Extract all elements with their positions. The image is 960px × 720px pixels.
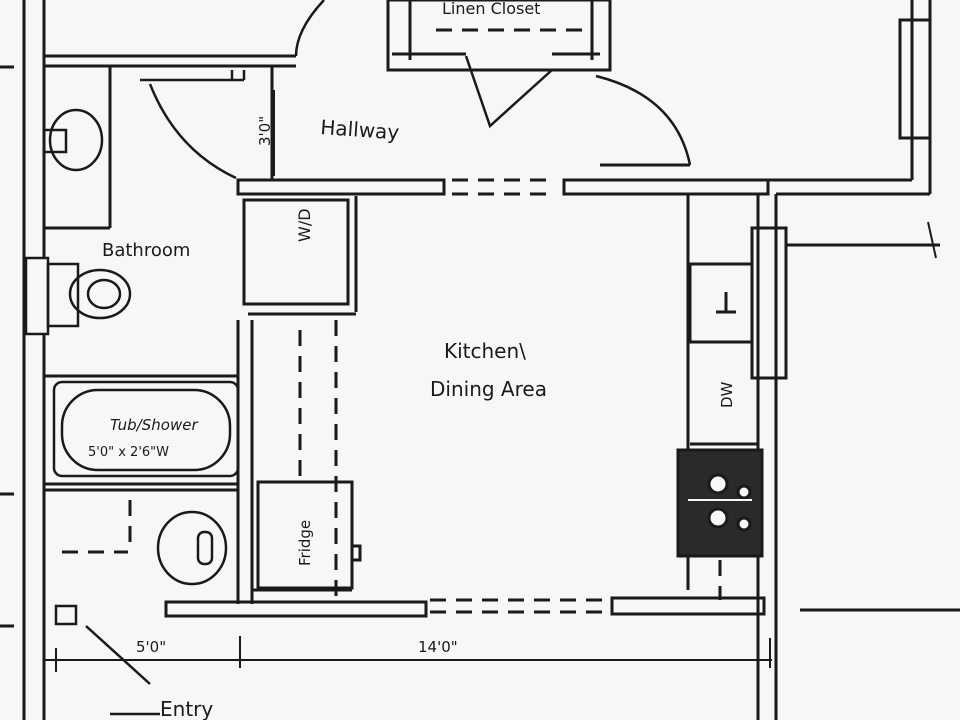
kitchen-label: Kitchen\ — [444, 339, 526, 363]
tub-shower-label: Tub/Shower — [110, 416, 198, 434]
bath-width-dimension: 5'0" — [136, 638, 166, 656]
stove-icon — [676, 448, 764, 558]
kitchen-sink-icon — [688, 262, 754, 344]
floor-drain-icon — [156, 510, 228, 586]
kitchen-width-dimension: 14'0" — [418, 638, 458, 656]
fridge-icon — [252, 480, 362, 592]
doors — [85, 0, 692, 716]
washer-dryer-label: W/D — [295, 208, 314, 242]
sink-icon — [48, 108, 104, 172]
kitchen-counter — [676, 194, 788, 590]
dashed-openings — [62, 28, 722, 614]
washer-dryer-icon — [242, 196, 358, 316]
fridge-label: Fridge — [296, 520, 314, 566]
dining-area-label: Dining Area — [430, 377, 547, 401]
hall-width-dimension: 3'0" — [256, 116, 274, 146]
entry-label: Entry — [160, 697, 213, 720]
tub-icon — [52, 380, 240, 478]
bathroom-label: Bathroom — [102, 240, 190, 261]
dishwasher-label: DW — [718, 381, 736, 408]
tub-size-label: 5'0" x 2'6"W — [88, 445, 169, 460]
dimension-lines — [44, 90, 937, 672]
linen-closet-label: Linen Closet — [442, 0, 540, 18]
bathroom-fixtures — [24, 108, 240, 626]
toilet-icon — [24, 256, 132, 336]
hallway-label: Hallway — [320, 115, 401, 144]
